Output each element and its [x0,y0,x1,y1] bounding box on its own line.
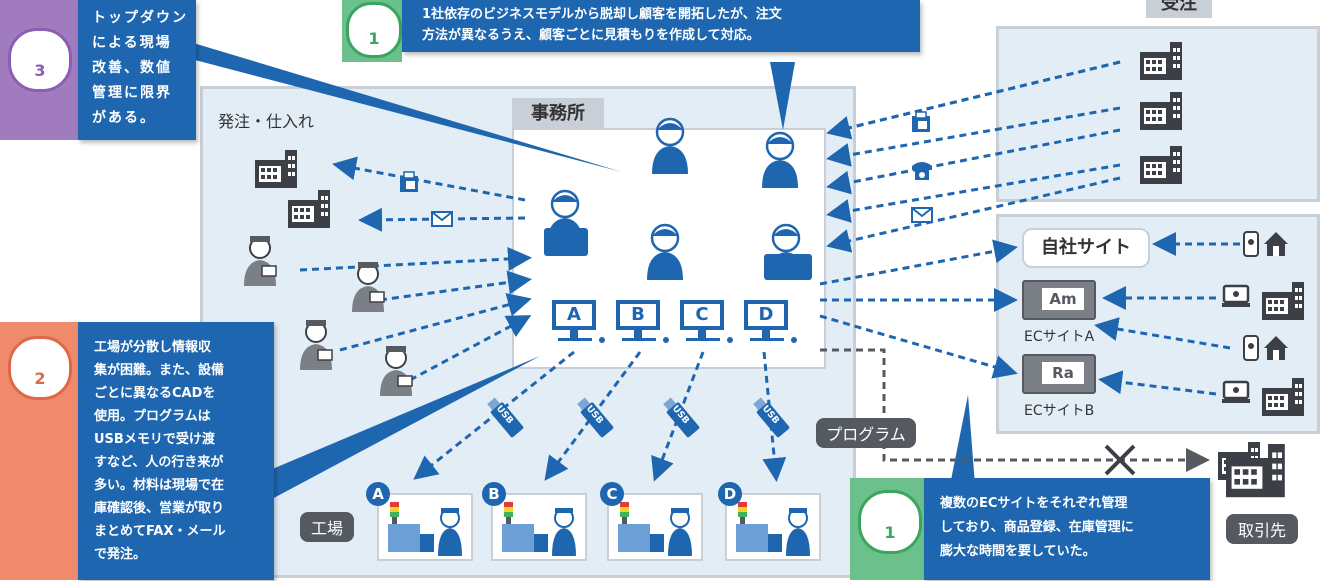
callout-1-bottom-badge-num: 1 [884,523,896,542]
program-tag: プログラム [816,418,916,448]
callout-2: 工場が分散し情報収 集が困難。また、設備 ごとに異なるCADを 使用。プログラム… [78,322,274,580]
purchase-label: 発注・仕入れ [218,112,315,131]
factory-tag: 工場 [300,512,354,542]
partner-tag: 取引先 [1226,514,1298,544]
ec-a-label: ECサイトA [1024,329,1095,345]
callout-2-badge-num: 2 [34,369,46,388]
order-received-label: 受注 [1146,0,1212,18]
office-label: 事務所 [512,98,604,130]
callout-1-bottom-badge: 1 [858,490,922,554]
callout-1-top: 1社依存のビジネスモデルから脱却し顧客を開拓したが、注文 方法が異なるうえ、顧客… [402,0,920,52]
ec-b-label: ECサイトB [1024,403,1095,419]
factory-badge-a: A [366,482,390,506]
factory-badge-c: C [600,482,624,506]
ec-a-logo-text: Am [1042,288,1084,310]
ec-b-logo-text: Ra [1042,362,1084,384]
callout-3: トップダウン による現場 改善、数値 管理に限界 がある。 [78,0,196,140]
callout-3-badge-num: 3 [34,61,46,80]
factory-badge-b: B [482,482,506,506]
callout-3-badge: 3 [8,28,72,92]
machine-label-d: D [758,304,774,325]
machine-label-c: C [695,304,709,325]
ec-a-logo: Am [1022,280,1096,320]
callout-1-top-badge: 1 [346,2,402,58]
callout-1-bottom: 複数のECサイトをそれぞれ管理 しており、商品登録、在庫管理に 膨大な時間を要し… [924,478,1210,580]
callout-1-top-badge-num: 1 [368,29,380,48]
own-site-box: 自社サイト [1022,228,1150,268]
ec-b-logo: Ra [1022,354,1096,394]
machine-label-b: B [631,304,645,325]
callout-2-badge: 2 [8,336,72,400]
factory-badge-d: D [718,482,742,506]
machine-label-a: A [567,304,581,325]
